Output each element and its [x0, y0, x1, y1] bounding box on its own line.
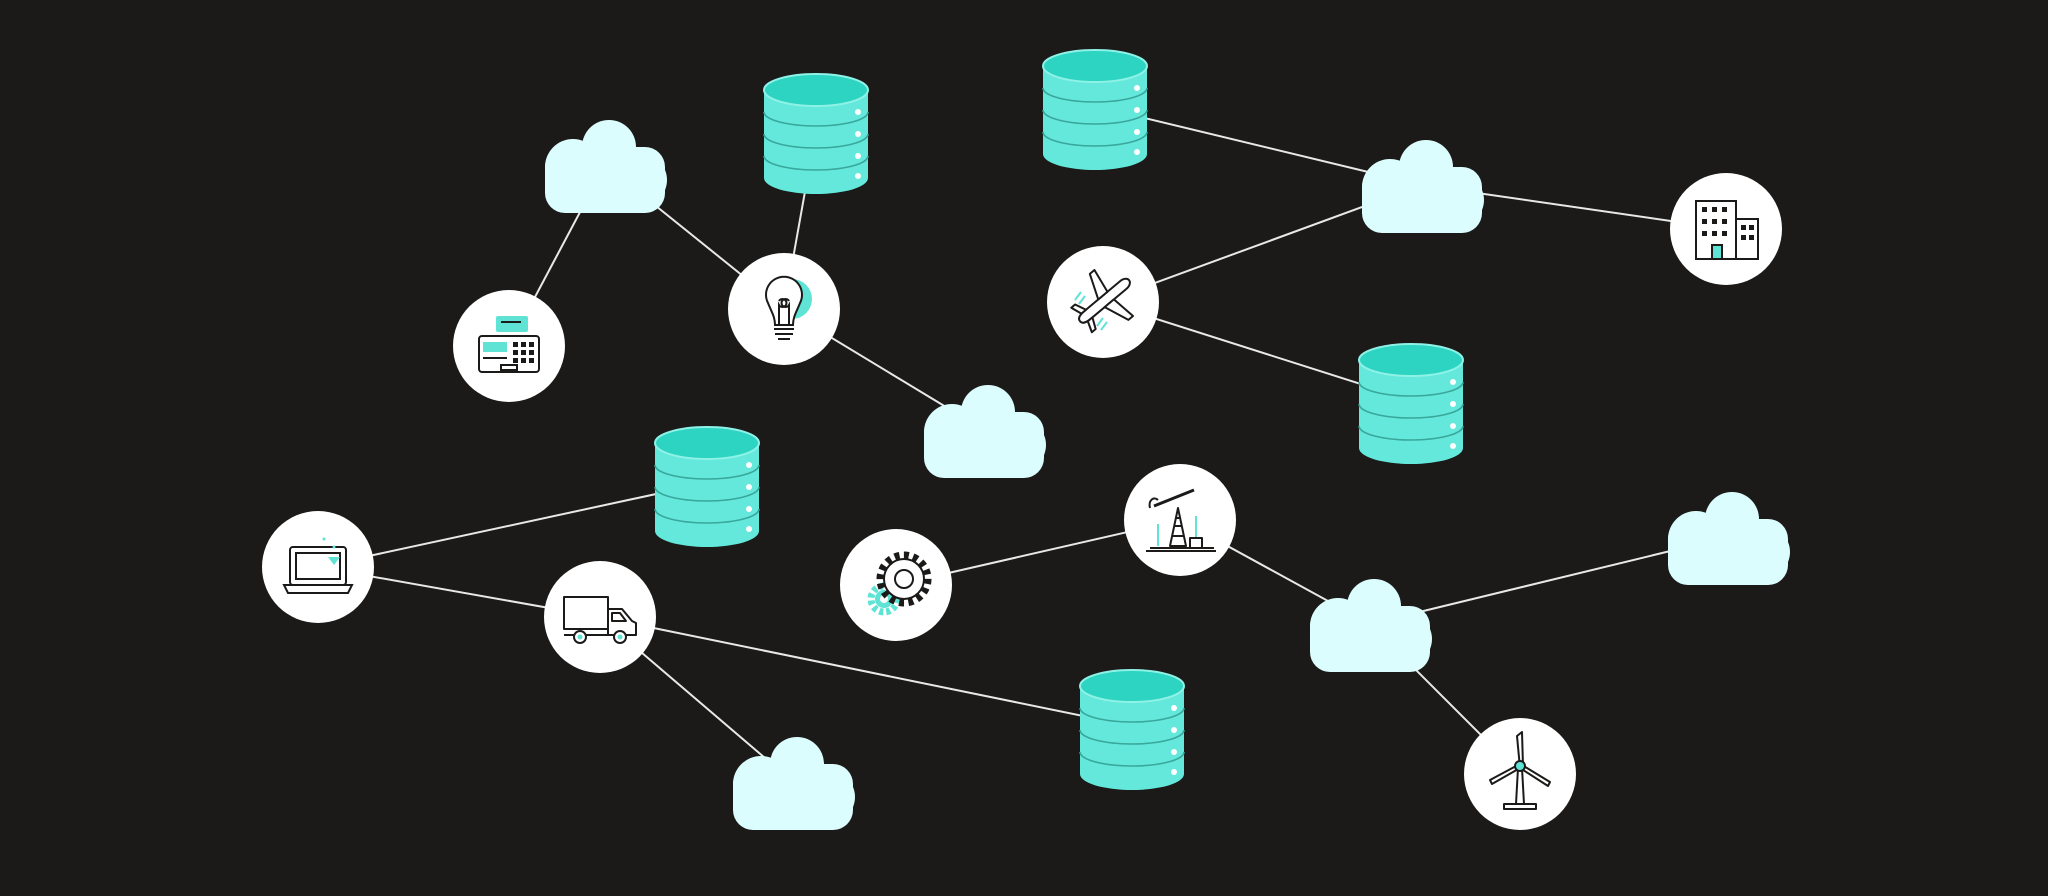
office-building-node: [1670, 173, 1782, 285]
cloud-node: [1310, 579, 1432, 672]
office-building-icon: [1695, 200, 1759, 260]
delivery-truck-icon: [563, 596, 637, 644]
laptop-node: [262, 511, 374, 623]
cash-register-icon: [478, 316, 540, 373]
cloud-node: [924, 385, 1046, 478]
cloud-node: [1362, 140, 1484, 233]
database-node: [1042, 49, 1148, 171]
connector-laptop-database-4: [317, 482, 708, 568]
cloud-node: [545, 120, 667, 213]
database-node: [763, 73, 869, 195]
light-bulb-node: [728, 253, 840, 365]
light-bulb-icon: [765, 275, 812, 340]
database-node: [1079, 669, 1185, 791]
airplane-node: [1047, 246, 1159, 358]
gears-node: [840, 529, 952, 641]
connector-delivery-truck-database-5: [599, 616, 1133, 727]
database-node: [654, 426, 760, 548]
wind-turbine-node: [1464, 718, 1576, 830]
gears-icon: [867, 551, 932, 616]
database-node: [1358, 343, 1464, 465]
oil-pump-node: [1124, 464, 1236, 576]
wind-turbine-icon: [1489, 731, 1551, 810]
delivery-truck-node: [544, 561, 656, 673]
cloud-node: [733, 737, 855, 830]
cash-register-node: [453, 290, 565, 402]
cloud-node: [1668, 492, 1790, 585]
oil-pump-icon: [1146, 488, 1216, 552]
laptop-icon: [282, 537, 354, 594]
airplane-icon: [1070, 269, 1135, 334]
